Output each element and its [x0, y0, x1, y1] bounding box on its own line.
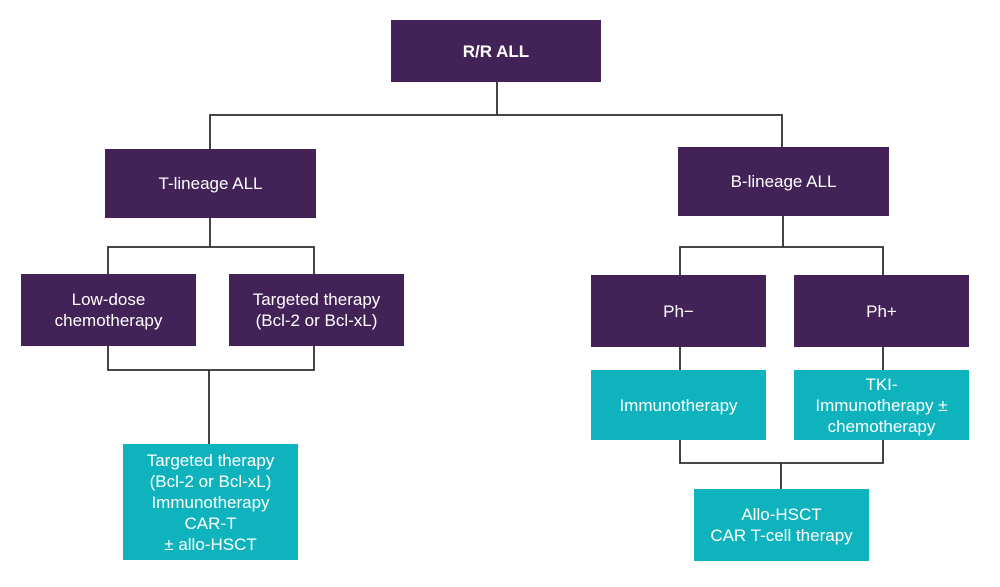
node-rr-all-label: R/R ALL — [462, 41, 530, 61]
node-t-lineage-label: T-lineage ALL — [158, 174, 263, 193]
node-ph-negative-label: Ph− — [663, 301, 694, 321]
node-t-lineage: T-lineage ALL — [105, 149, 316, 218]
node-b-outcome-label: Allo-HSCT CAR T-cell therapy — [710, 505, 853, 545]
node-targeted-label: Targeted therapy (Bcl-2 or Bcl-xL) — [252, 290, 381, 330]
connector-root-split — [209, 114, 783, 149]
node-rr-all: R/R ALL — [391, 20, 601, 82]
node-tki-label: TKI- Immunotherapy ± chemotherapy — [815, 374, 948, 436]
connector-b-merge — [679, 440, 884, 464]
connector-t-split — [107, 246, 315, 274]
node-ph-positive-label: Ph+ — [866, 301, 897, 321]
node-b-lineage-label: B-lineage ALL — [730, 172, 837, 191]
node-immunotherapy-label: Immunotherapy — [619, 395, 738, 415]
connector-b-split — [679, 246, 884, 275]
node-t-outcome-label: Targeted therapy (Bcl-2 or Bcl-xL) Immun… — [146, 450, 275, 554]
node-low-dose-label: Low-dose chemotherapy — [54, 290, 163, 330]
node-targeted-therapy: Targeted therapy (Bcl-2 or Bcl-xL) — [229, 274, 404, 346]
node-immunotherapy: Immunotherapy — [591, 370, 766, 440]
node-low-dose-chemotherapy: Low-dose chemotherapy — [21, 274, 196, 346]
node-ph-positive: Ph+ — [794, 275, 969, 347]
node-t-lineage-outcome: Targeted therapy (Bcl-2 or Bcl-xL) Immun… — [123, 444, 298, 560]
node-tki-immunotherapy: TKI- Immunotherapy ± chemotherapy — [794, 370, 969, 440]
node-ph-negative: Ph− — [591, 275, 766, 347]
node-b-lineage: B-lineage ALL — [678, 147, 889, 216]
node-b-lineage-outcome: Allo-HSCT CAR T-cell therapy — [694, 489, 869, 561]
connector-t-merge — [107, 346, 315, 371]
